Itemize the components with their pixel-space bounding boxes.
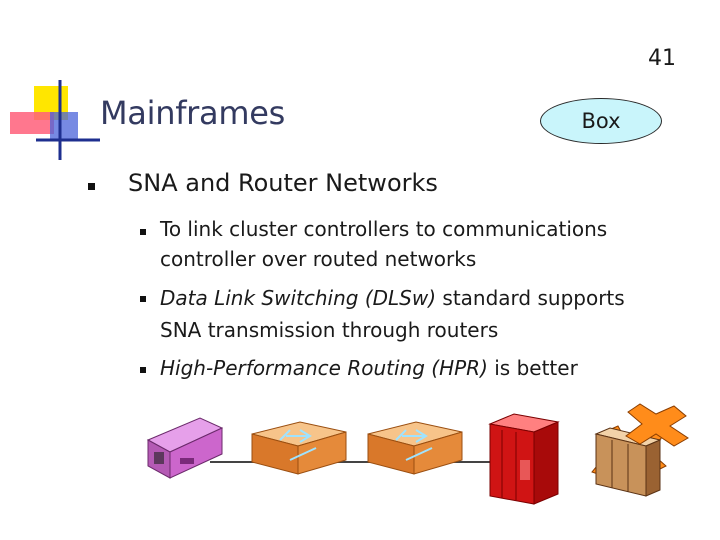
mainframe-icon [591, 403, 689, 497]
bullet-marker [140, 229, 146, 235]
box-badge: Box [540, 98, 662, 144]
dlsw-term: Data Link Switching (DLSw) [160, 286, 437, 310]
sub-bullet-2-rest: standard supports [436, 286, 625, 310]
sub-bullet-2-line2: SNA transmission through routers [160, 318, 499, 342]
sub-bullet-2-line1: Data Link Switching (DLSw) standard supp… [160, 283, 625, 313]
corner-decoration [10, 80, 100, 160]
bullet-marker [140, 367, 146, 373]
bullet-marker [88, 183, 95, 190]
network-diagram [146, 403, 689, 505]
sub-bullet-2: Data Link Switching (DLSw) standard supp… [160, 283, 625, 345]
router-icon [367, 421, 463, 475]
hpr-term: High-Performance Routing (HPR) [160, 356, 488, 380]
bullet-marker [140, 296, 146, 302]
communications-controller-icon [488, 413, 560, 505]
slide-title: Mainframes [100, 94, 285, 132]
sub-bullet-1-line2: controller over routed networks [160, 247, 477, 271]
sub-bullet-1-line1: To link cluster controllers to communica… [160, 217, 608, 241]
router-icon [251, 421, 347, 475]
slide-number: 41 [648, 46, 676, 71]
main-bullet-text: SNA and Router Networks [128, 169, 438, 197]
cluster-controller-icon [146, 417, 224, 479]
sub-bullet-1: To link cluster controllers to communica… [160, 214, 607, 274]
sub-bullet-3-rest: is better [487, 356, 578, 380]
sub-bullet-3: High-Performance Routing (HPR) is better [160, 353, 578, 383]
